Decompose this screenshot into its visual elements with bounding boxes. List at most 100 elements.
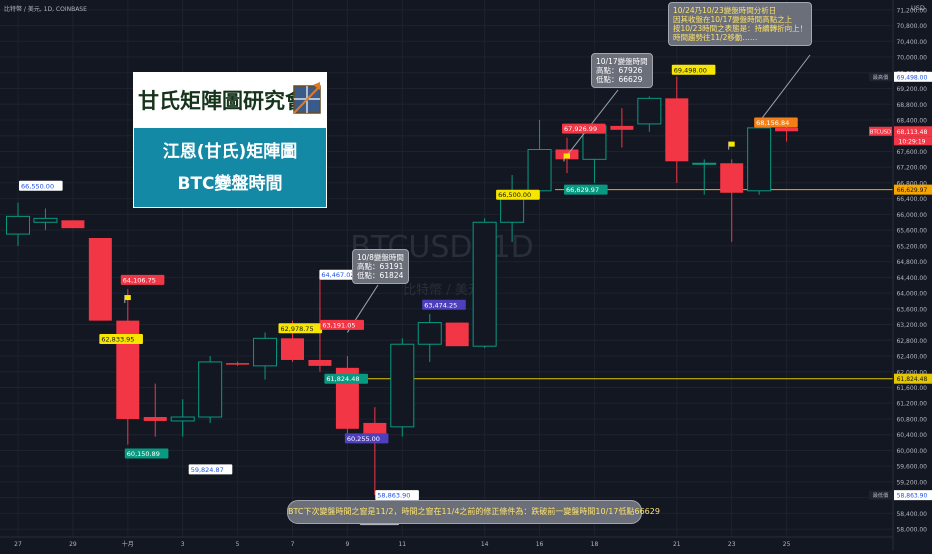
candle-body [33,217,58,223]
candle-body [308,359,332,366]
price-label: 66,629.97 [566,186,599,194]
y-tick-label: 59,600.00 [896,464,927,471]
price-label: 69,498.00 [674,66,707,74]
axis-tag-label: BTCUSD [870,129,891,135]
price-label: 62,833.95 [101,335,134,343]
price-label-box [375,490,419,501]
candle-body [88,238,112,321]
callout-line: 10/17變盤時間 [596,57,648,66]
candle-body [253,337,278,367]
price-label-box [324,373,368,384]
price-label-box [124,448,169,459]
y-tick-label: 66,400.00 [896,196,927,203]
logo-title: 甘氏矩陣圖研究會 [138,88,306,113]
y-tick-label: 64,400.00 [896,275,927,282]
axis-marker-box [894,184,932,195]
y-tick-label: 62,800.00 [896,338,927,345]
x-tick-label: 14 [481,541,489,548]
candle-body [363,422,387,437]
candle-body [665,98,689,162]
y-tick-label: 70,400.00 [896,39,927,46]
candle-body [6,215,30,235]
callout-line: 低點：61824 [357,271,404,280]
price-label: 60,255.00 [347,435,380,443]
axis-marker-box [894,490,932,501]
y-tick-label: 63,200.00 [896,322,927,329]
flag-marker [124,295,131,301]
price-label-box [278,323,323,334]
callout-line: 10/8變盤時間 [357,253,404,262]
price-label: 64,106.75 [123,276,156,284]
x-tick-label: 7 [291,541,295,548]
axis-marker-box [894,126,932,137]
callout-line: 高點：67926 [596,66,643,75]
y-tick-label: 59,200.00 [896,479,927,486]
x-tick-label: 18 [591,541,599,548]
price-label-box [496,189,540,200]
axis-marker-label: 58,863.90 [897,493,928,500]
y-tick-label: 58,000.00 [896,527,927,534]
x-tick-label: 9 [345,541,349,548]
y-tick-label: 61,200.00 [896,401,927,408]
price-label: 68,156.84 [756,119,789,127]
price-label-box [320,319,364,330]
y-tick-label: 60,000.00 [896,448,927,455]
price-label: 64,467.02 [321,271,354,279]
price-label-box [754,117,798,128]
price-label-box [99,333,143,344]
callout-pointer [566,89,619,156]
price-label-box [19,180,63,191]
price-label: 61,824.48 [326,375,359,383]
candle-body [527,148,552,192]
x-tick-label: 23 [728,541,736,548]
axis-marker-sub-box [894,136,932,146]
y-tick-label: 70,800.00 [896,23,927,30]
price-label-box [422,299,466,310]
x-tick-label: 29 [69,541,77,548]
y-tick-label: 62,400.00 [896,354,927,361]
candle-body [747,127,772,192]
callout-line: 按10/23時間之表態是：持續轉折向上！ [673,24,808,33]
axis-marker-label: 68,113.48 [897,129,928,136]
price-label: 58,863.90 [377,492,410,500]
price-label-box [188,464,233,475]
price-label: 59,824.87 [191,466,224,474]
y-tick-label: 68,800.00 [896,102,927,109]
callout-line: 低點：66629 [596,75,643,84]
logo-topic: BTC變盤時間 [177,174,283,194]
x-tick-label: 11 [398,541,406,548]
y-tick-label: 66,000.00 [896,212,927,219]
candle-body [226,363,250,365]
callout-line: 時間趨勢往11/2移動…… [673,33,758,42]
y-tick-label: 67,600.00 [896,149,927,156]
logo-subtitle: 江恩(甘氏)矩陣圖 [162,142,298,162]
price-label-box [120,274,165,285]
candle-body [143,417,167,421]
y-tick-label: 58,400.00 [896,511,927,518]
callout-line: 高點：63191 [357,262,404,271]
callout-line: 因其收盤在10/17變盤時間高點之上 [673,15,793,24]
candle-body [720,163,744,193]
y-tick-label: 69,200.00 [896,86,927,93]
x-tick-label: 16 [536,541,544,548]
price-label: 62,978.75 [281,325,314,333]
currency-label: USD [911,4,925,12]
flag-marker [564,153,570,159]
x-tick-label: 21 [673,541,681,548]
watermark-sub: 比特幣 / 美元 [403,283,481,298]
y-tick-label: 65,200.00 [896,243,927,250]
candle-body [116,320,140,419]
y-tick-label: 67,200.00 [896,165,927,172]
y-tick-label: 66,800.00 [896,180,927,187]
candle-body [445,322,469,347]
y-tick-label: 60,800.00 [896,416,927,423]
candle-body [775,127,799,132]
candle-body [472,221,497,347]
callout-oct8: 10/8變盤時間 高點：63191 低點：61824 [352,249,409,284]
x-tick-label: 27 [14,541,22,548]
axis-tag-box [869,72,892,82]
candle-body [170,416,195,422]
logo-header: 甘氏矩陣圖研究會 [134,73,326,128]
